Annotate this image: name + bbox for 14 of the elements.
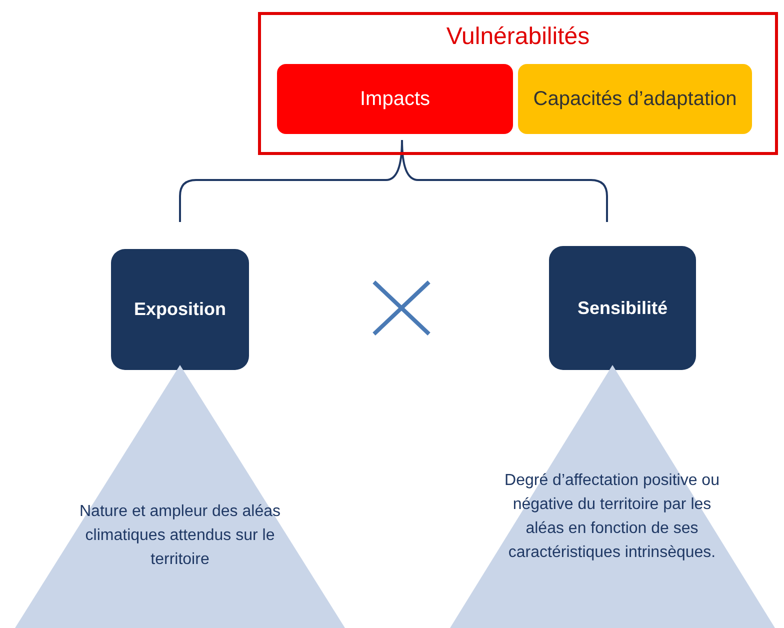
- group-frame: [258, 12, 778, 155]
- triangle: [15, 365, 345, 628]
- box-label: Impacts: [358, 86, 432, 112]
- description-text: Degré d’affectation positive ou négative du territoire par les aléas en fonction de ses caractéristiques intrinsèques.: [504, 471, 720, 563]
- process-box: [277, 64, 513, 134]
- box-label: Sensibilité: [576, 296, 669, 320]
- group-title: Vulnérabilités: [445, 23, 591, 51]
- box-label: Exposition: [132, 298, 227, 322]
- triangle: [450, 365, 775, 628]
- process-box: [518, 64, 752, 134]
- box-label: Capacités d’adaptation: [532, 86, 738, 112]
- description-text: Nature et ampleur des aléas climatiques attendus sur le territoire: [78, 502, 282, 570]
- process-box: [111, 249, 249, 370]
- process-box: [549, 246, 696, 370]
